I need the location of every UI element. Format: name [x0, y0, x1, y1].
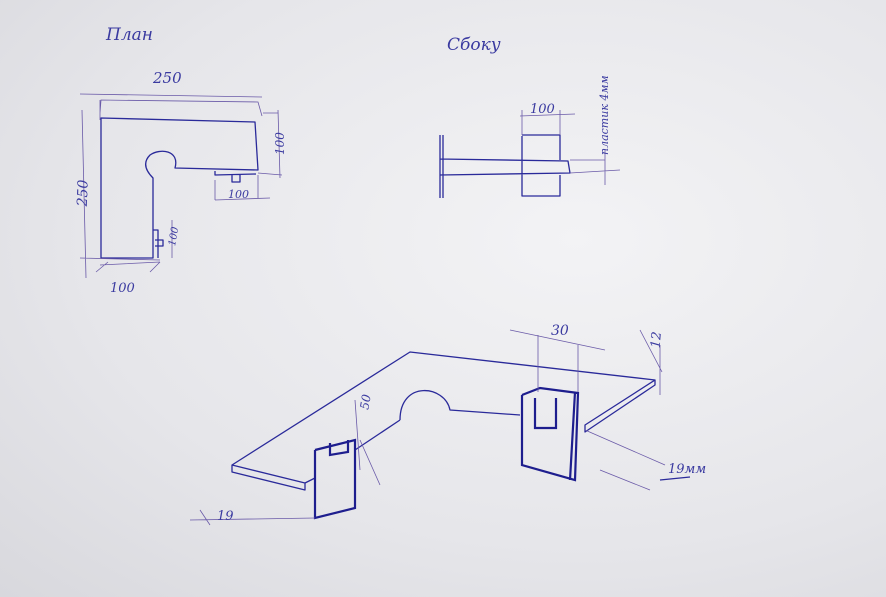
plan-dim-top: 250 — [152, 69, 182, 87]
side-dim-width: 100 — [530, 102, 555, 117]
plan-dim-bottom-right: 100 — [228, 188, 249, 201]
plan-dim-bottom: 100 — [110, 281, 135, 296]
plan-title: План — [105, 25, 153, 45]
side-view: Сбоку 100 пластик 4мм — [439, 35, 621, 198]
plan-view: План 250 250 100 100 100 100 — [75, 25, 287, 296]
plan-dim-inner: 100 — [167, 225, 181, 246]
persp-dim-width: 30 — [551, 323, 569, 339]
side-title: Сбоку — [447, 35, 501, 55]
persp-dim-left: 19 — [217, 509, 234, 524]
persp-dim-height: 50 — [357, 393, 374, 411]
plan-outline — [100, 117, 259, 259]
persp-dim-thickness: 12 — [649, 331, 665, 349]
side-note: пластик 4мм — [598, 75, 611, 155]
perspective-view: 30 12 50 19 19мм — [189, 323, 706, 526]
plan-dim-right: 100 — [273, 132, 287, 155]
persp-dim-right: 19мм — [668, 462, 706, 477]
plan-dim-left: 250 — [75, 179, 92, 207]
